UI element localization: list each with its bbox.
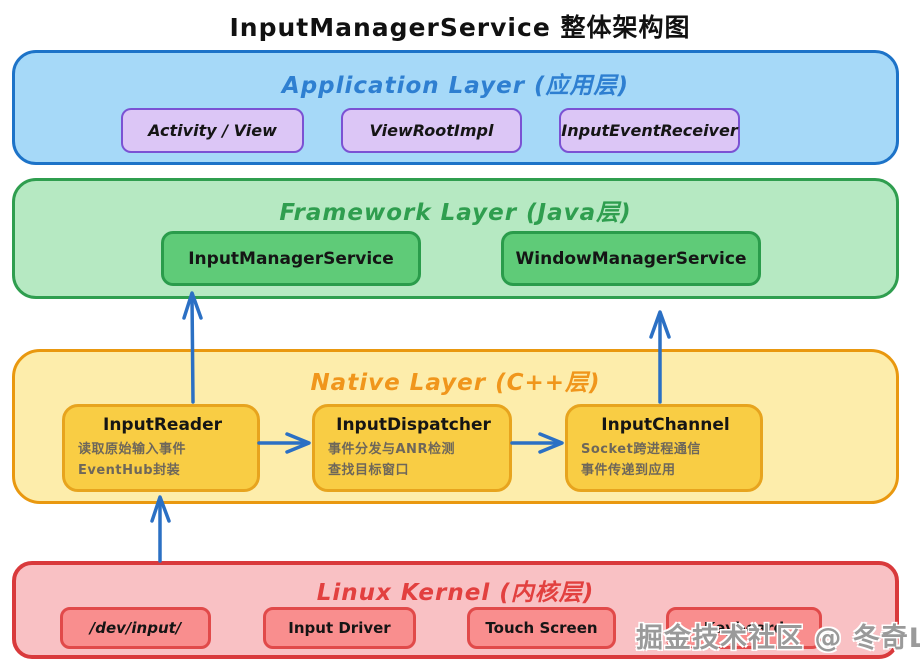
box-inputreader: InputReader 读取原始输入事件 EventHub封装 (62, 404, 260, 492)
layer-framework: Framework Layer (Java层) InputManagerServ… (12, 178, 899, 299)
box-windowmanagerservice: WindowManagerService (501, 231, 761, 286)
inputreader-detail-2: EventHub封装 (78, 463, 181, 479)
inputreader-label: InputReader (103, 415, 222, 435)
box-inputmanagerservice: InputManagerService (161, 231, 421, 286)
layer-native: Native Layer (C++层) InputReader 读取原始输入事件… (12, 349, 899, 504)
box-inputeventreceiver: InputEventReceiver (559, 108, 740, 153)
diagram-title: InputManagerService 整体架构图 (229, 13, 691, 42)
box-inputchannel: InputChannel Socket跨进程通信 事件传递到应用 (565, 404, 763, 492)
box-dev-input: /dev/input/ (60, 607, 211, 649)
watermark: 掘金技术社区 @ 冬奇Lab (636, 623, 920, 654)
inputchannel-label: InputChannel (601, 415, 730, 435)
inputdispatcher-label: InputDispatcher (336, 415, 491, 435)
box-keyboard: Keyboard (666, 607, 822, 649)
inputchannel-detail-2: 事件传递到应用 (581, 463, 676, 479)
box-viewrootimpl: ViewRootImpl (341, 108, 522, 153)
layer-kernel: Linux Kernel (内核层) /dev/input/ Input Dri… (12, 561, 899, 659)
box-activity-view: Activity / View (121, 108, 304, 153)
inputchannel-detail-1: Socket跨进程通信 (581, 442, 701, 457)
box-inputdispatcher: InputDispatcher 事件分发与ANR检测 查找目标窗口 (312, 404, 512, 492)
box-input-driver: Input Driver (263, 607, 416, 649)
arrow-kernel-to-inputreader-icon (150, 495, 171, 563)
box-touch-screen: Touch Screen (467, 607, 616, 649)
layer-title-native: Native Layer (C++层) (310, 370, 601, 396)
layer-title-framework: Framework Layer (Java层) (279, 200, 632, 226)
layer-application: Application Layer (应用层) Activity / View … (12, 50, 899, 165)
layer-title-application: Application Layer (应用层) (281, 73, 630, 99)
layer-title-kernel: Linux Kernel (内核层) (316, 580, 595, 606)
inputdispatcher-detail-1: 事件分发与ANR检测 (328, 442, 455, 457)
inputdispatcher-detail-2: 查找目标窗口 (328, 463, 410, 479)
inputreader-detail-1: 读取原始输入事件 (78, 442, 187, 457)
